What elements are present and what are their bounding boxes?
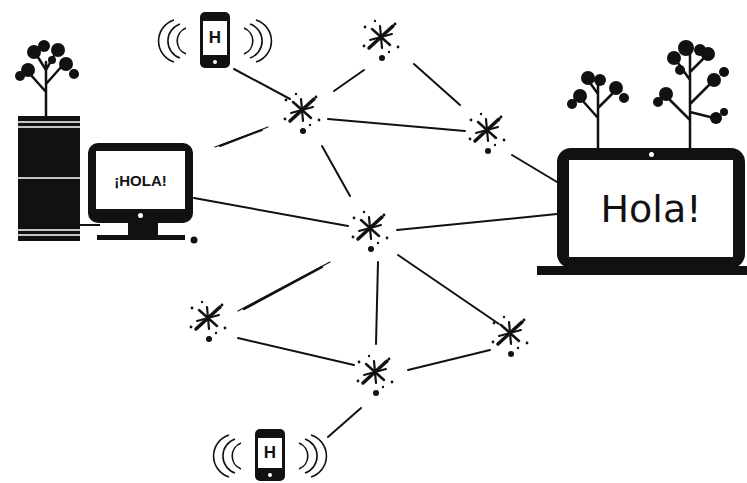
screen-text: Hola! bbox=[601, 187, 702, 231]
screen-text: ¡HOLA! bbox=[114, 172, 167, 189]
button-dot bbox=[138, 213, 143, 218]
device-screen: H bbox=[258, 438, 282, 468]
screen-text: H bbox=[209, 28, 221, 48]
button-dot bbox=[268, 473, 272, 477]
device-screen: Hola! bbox=[569, 160, 733, 257]
tree-leaves bbox=[15, 40, 729, 124]
button-dot bbox=[213, 60, 217, 64]
mesh-links bbox=[194, 64, 557, 437]
signal-waves bbox=[159, 20, 327, 477]
desktop-tower bbox=[18, 116, 198, 244]
sketch-links bbox=[215, 127, 330, 311]
laptop-device: Hola! bbox=[557, 148, 745, 268]
screen-text: H bbox=[264, 443, 276, 463]
phone-device: H bbox=[255, 429, 285, 481]
phone-device: H bbox=[200, 12, 230, 68]
device-screen: H bbox=[203, 21, 227, 55]
device-screen: ¡HOLA! bbox=[96, 151, 185, 209]
tree bbox=[30, 50, 714, 148]
camera-dot bbox=[649, 152, 654, 157]
monitor-device: ¡HOLA! bbox=[88, 143, 193, 223]
